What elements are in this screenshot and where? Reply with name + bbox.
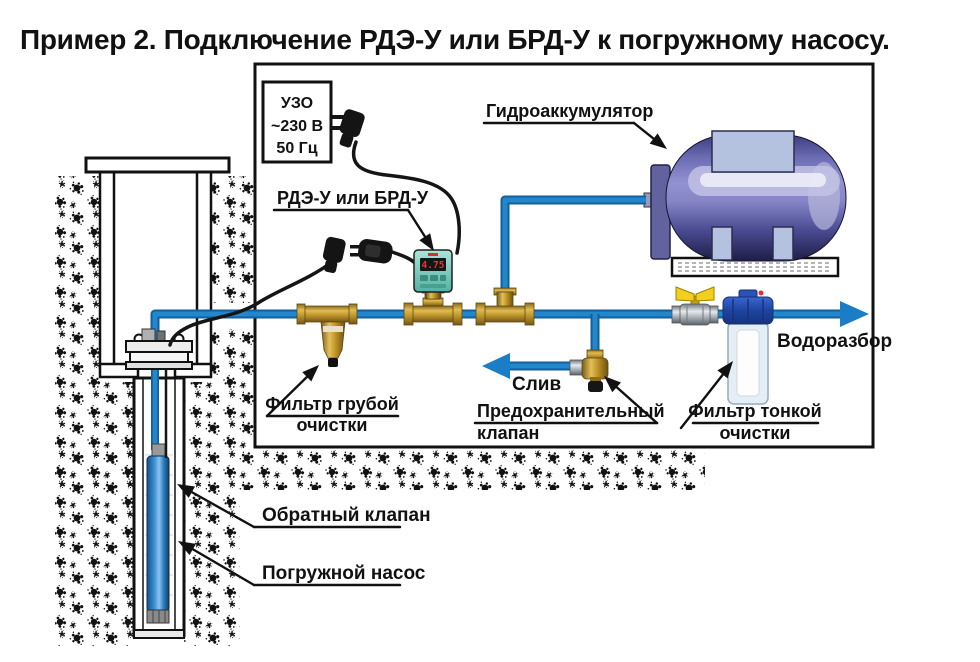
filter-drain-nipple xyxy=(328,358,338,367)
fine-filter-label-line2: очистки xyxy=(720,423,791,443)
uzo-plug-icon xyxy=(331,109,365,148)
submersible-pump xyxy=(146,443,170,624)
water-outlet-label: Водоразбор xyxy=(777,331,892,352)
uzo-label-line2: ~230 В xyxy=(271,118,323,135)
safety-valve xyxy=(569,349,609,392)
ball-valve xyxy=(671,286,719,326)
filter-cartridge xyxy=(736,329,760,397)
valve-handle xyxy=(675,286,695,302)
pressure-switch-device: 4.75 xyxy=(413,249,453,307)
pressure-switch-label: РДЭ-У или БРД-У xyxy=(277,188,429,208)
tank-strap-top xyxy=(711,130,795,173)
fine-filter-leader-arrow xyxy=(679,366,730,430)
ground-texture xyxy=(55,176,705,646)
uzo-label-line1: УЗО xyxy=(281,95,313,112)
callout-labels: Гидроаккумулятор РДЭ-У или БРД-У Фильтр … xyxy=(173,101,892,587)
tank-foot xyxy=(772,226,794,261)
coarse-filter-leader-arrow xyxy=(265,370,314,418)
hydroaccumulator-label: Гидроаккумулятор xyxy=(486,101,653,121)
tank-foot xyxy=(711,226,733,261)
coarse-filter-label-line2: очистки xyxy=(297,415,368,435)
submersible-pump-label: Погружной насос xyxy=(262,563,426,584)
safety-valve-cap xyxy=(588,381,603,392)
check-valve-label: Обратный клапан xyxy=(262,505,431,526)
submersible-pump-leader-arrow xyxy=(187,545,256,587)
uzo-label-line3: 50 Гц xyxy=(276,140,317,157)
safety-valve-label-line2: клапан xyxy=(477,423,539,443)
fine-filter xyxy=(722,289,774,405)
pump-intake-foot xyxy=(146,609,170,624)
device-logo xyxy=(428,253,438,256)
pump-plug-and-socket-icon xyxy=(322,236,393,274)
brass-tee-riser xyxy=(475,287,535,326)
caisson xyxy=(84,156,231,379)
coarse-filter xyxy=(296,303,358,367)
coarse-filter-label-line1: Фильтр грубой xyxy=(265,394,399,414)
fine-filter-label-line1: Фильтр тонкой xyxy=(688,401,821,421)
hydroaccumulator-tank xyxy=(643,130,847,278)
check-valve-leader-arrow xyxy=(186,488,256,529)
air-release-button xyxy=(758,290,764,296)
flow-arrow-right xyxy=(840,301,869,327)
safety-valve-label-line1: Предохранительный xyxy=(477,401,665,421)
drain-label: Слив xyxy=(512,374,561,395)
device-buttons xyxy=(420,275,446,288)
device-screen xyxy=(420,258,446,271)
device-display-value: 4.75 xyxy=(422,260,445,271)
well-head xyxy=(125,328,193,370)
uzo-box: УЗО ~230 В 50 Гц xyxy=(261,80,333,164)
uzo-cable xyxy=(351,140,461,255)
page-title: Пример 2. Подключение РДЭ-У или БРД-У к … xyxy=(20,24,890,55)
safety-valve-leader-arrow xyxy=(610,381,659,425)
drain-arrow-left xyxy=(482,353,510,379)
pump-cable xyxy=(168,260,334,347)
